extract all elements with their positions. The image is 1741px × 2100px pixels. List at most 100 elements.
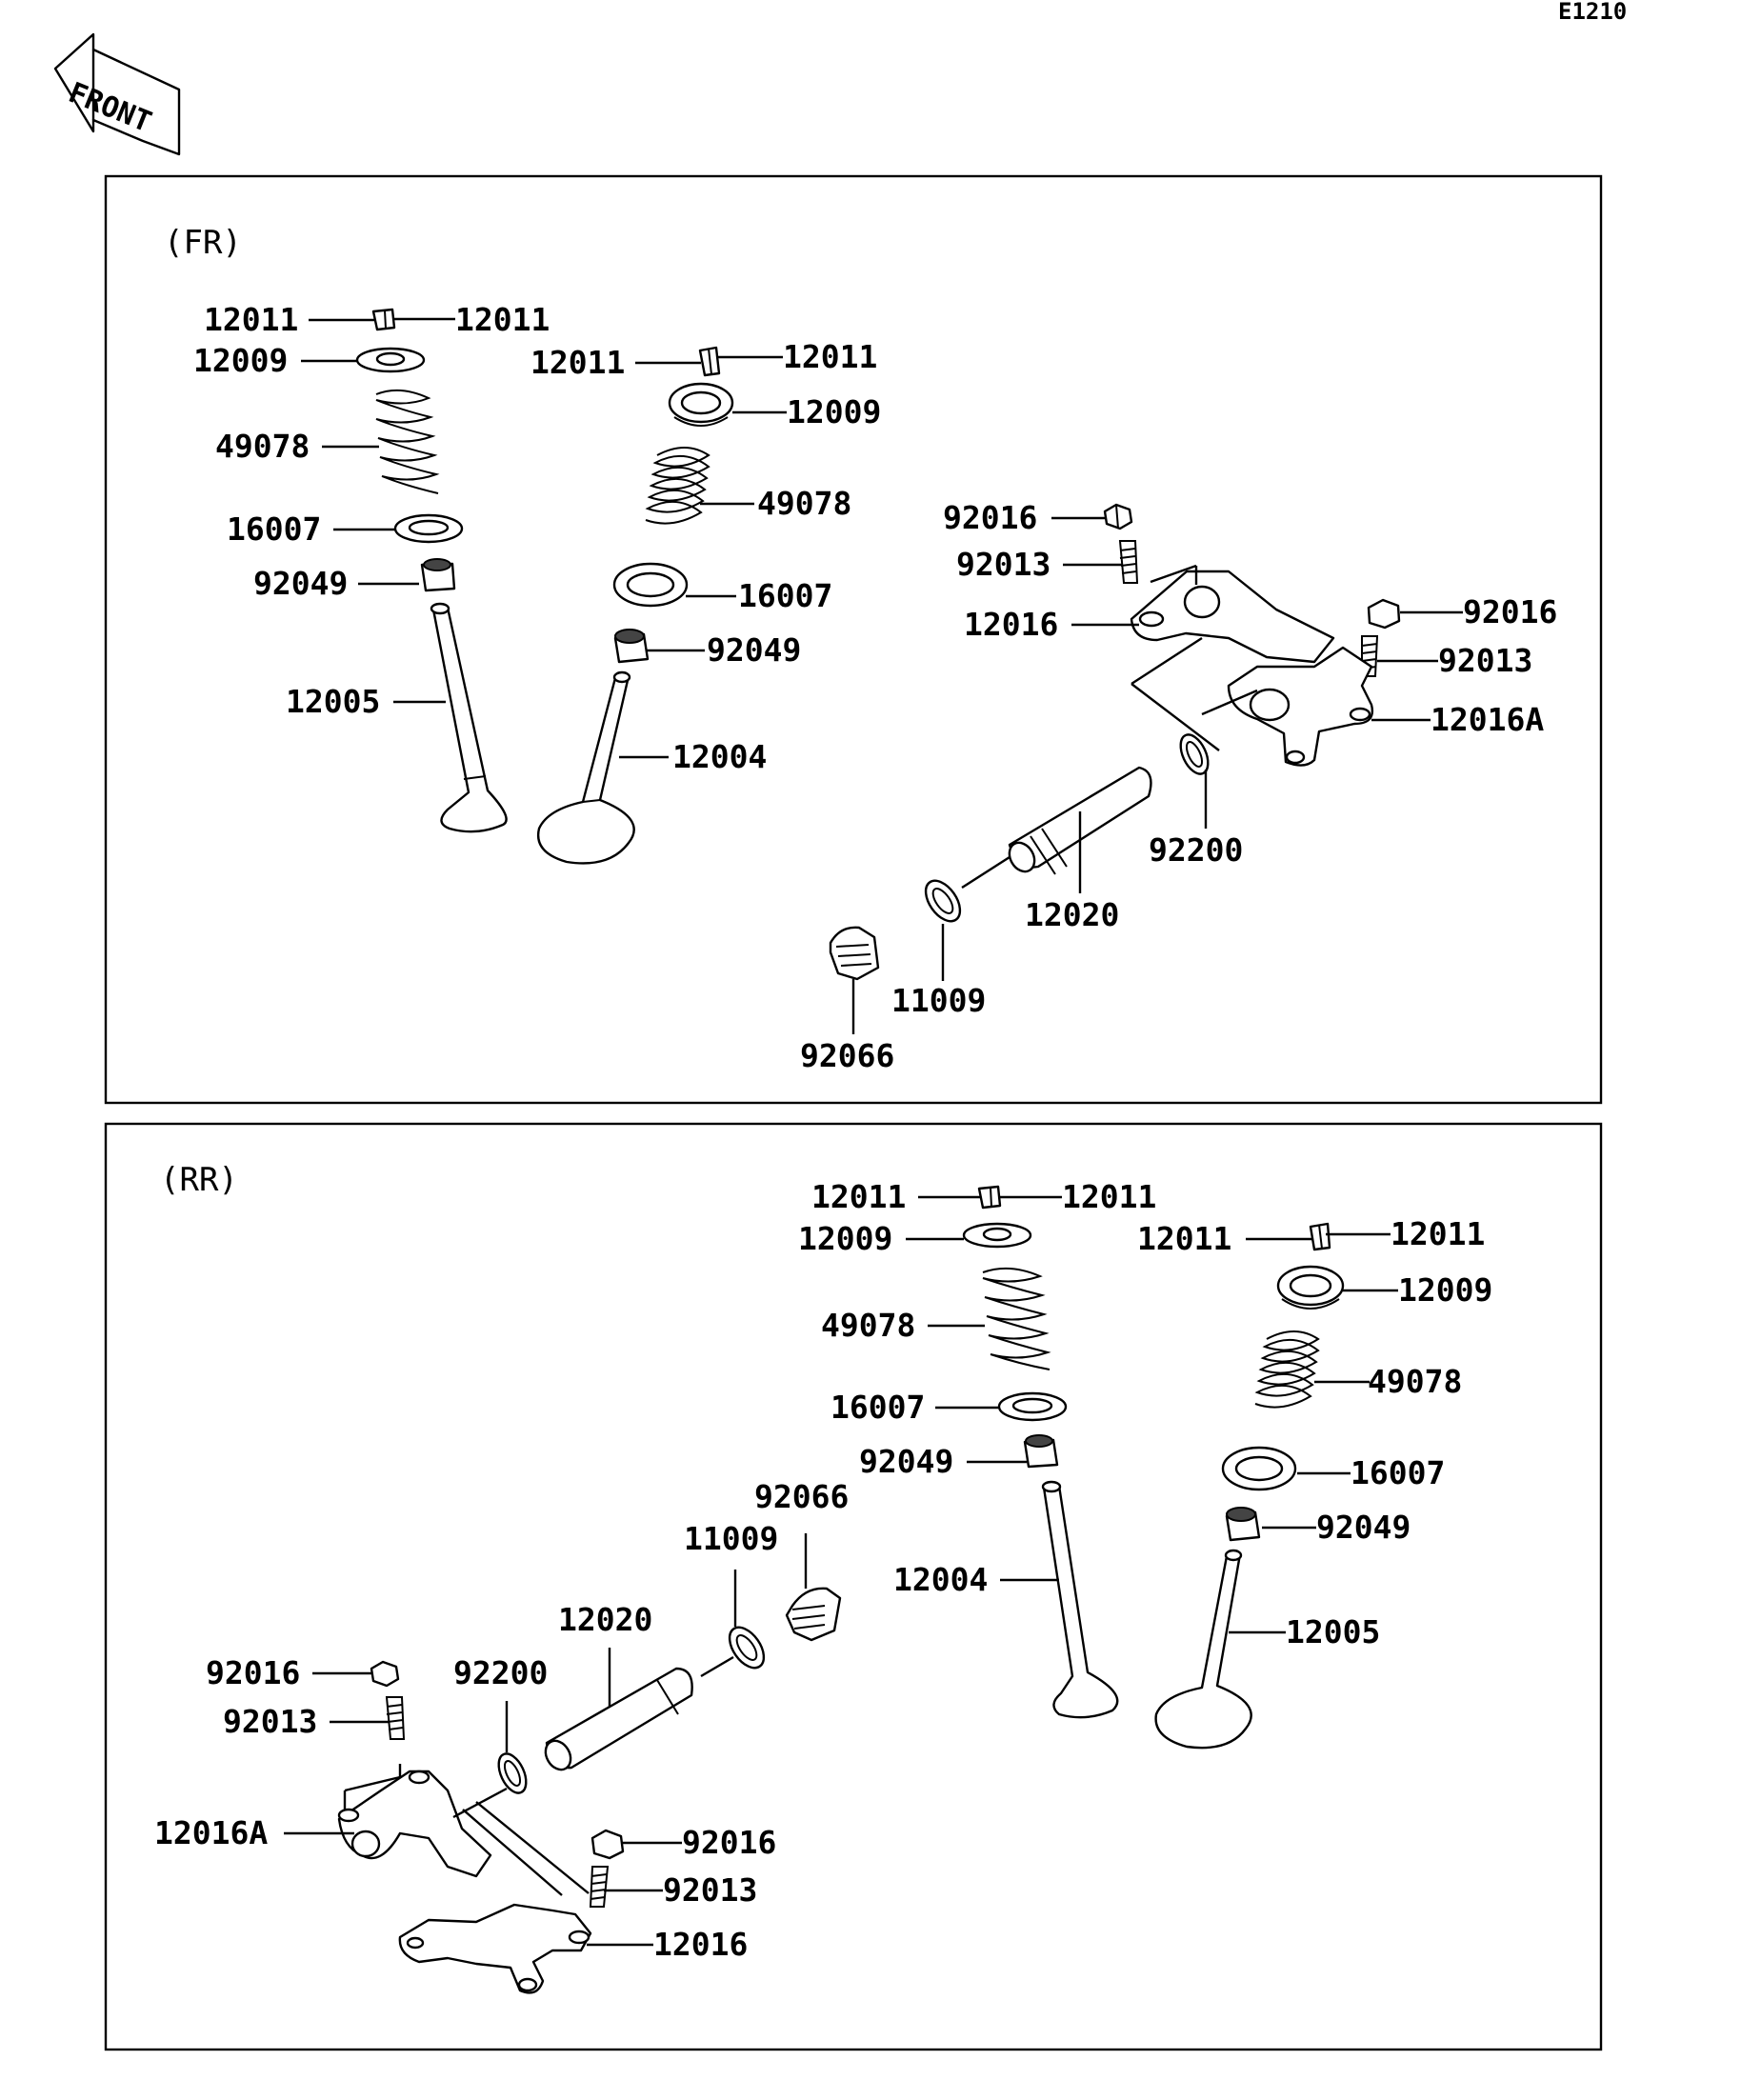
label-fr-rocker-a: 12016 [964, 606, 1058, 643]
valve-spring-icon [982, 1267, 1051, 1370]
adjusting-screw-icon [385, 1696, 406, 1740]
label-fr-spring-left: 49078 [215, 428, 310, 465]
label-rr-nut-a: 92016 [206, 1654, 300, 1691]
valve-spring-icon [645, 447, 710, 525]
label-rr-cotter-left-a: 12011 [811, 1178, 906, 1215]
label-fr-screw-a: 92013 [956, 546, 1051, 583]
label-rr-oring-shaft: 92200 [453, 1654, 548, 1691]
label-rr-shaft: 12020 [558, 1601, 652, 1638]
spring-seat-icon [997, 1391, 1068, 1422]
label-fr-plug: 92066 [800, 1037, 894, 1074]
label-fr-oring-shaft: 92200 [1149, 831, 1243, 869]
o-ring-icon [497, 1752, 528, 1794]
label-fr-retainer-left: 12009 [193, 342, 288, 379]
label-fr-screw-b: 92013 [1438, 642, 1532, 679]
valve-retainer-icon [668, 382, 734, 427]
label-fr-nut-a: 92016 [943, 499, 1037, 536]
valve-retainer-icon [355, 347, 426, 373]
valve-icon [430, 602, 508, 833]
gasket-icon [728, 1626, 766, 1670]
label-rr-retainer-right: 12009 [1398, 1271, 1492, 1309]
spring-seat-icon [1221, 1446, 1297, 1491]
valve-cotter-icon [698, 346, 721, 377]
label-rr-seat-right: 16007 [1351, 1454, 1445, 1491]
label-fr-gasket: 11009 [891, 982, 986, 1019]
section-title-fr: (FR) [164, 224, 242, 262]
rr-parts [284, 1185, 1398, 1994]
label-rr-rocker-a: 12016A [154, 1814, 268, 1851]
rocker-arm-icon [398, 1903, 592, 1994]
label-rr-gasket: 11009 [684, 1520, 778, 1557]
valve-stem-seal-icon [420, 558, 456, 592]
fr-parts [301, 308, 1463, 1034]
label-fr-retainer-right: 12009 [787, 393, 881, 430]
valve-icon [536, 670, 635, 865]
label-fr-seat-right: 16007 [738, 577, 832, 614]
label-fr-cotter-right-b: 12011 [783, 338, 877, 375]
rocker-arm-icon [1130, 564, 1335, 664]
label-fr-shaft: 12020 [1025, 896, 1119, 933]
adjusting-screw-icon [589, 1866, 610, 1908]
label-rr-screw-a: 92013 [223, 1703, 317, 1740]
label-fr-nut-b: 92016 [1463, 593, 1557, 630]
section-frame-fr [104, 174, 1603, 1105]
nut-icon [1367, 598, 1401, 630]
valve-retainer-icon [1276, 1265, 1345, 1310]
adjusting-screw-icon [1118, 540, 1139, 584]
labels-rr: 12011 12011 12009 49078 16007 92049 1200… [154, 1178, 1492, 1963]
leader-lines-fr [301, 317, 1463, 1034]
valve-icon [1154, 1549, 1252, 1750]
nut-icon [1103, 503, 1133, 530]
label-rr-spring-right: 49078 [1368, 1363, 1462, 1400]
label-rr-seat-left: 16007 [830, 1389, 925, 1426]
valve-spring-icon [1254, 1330, 1320, 1409]
label-rr-rocker-b: 12016 [653, 1926, 748, 1963]
valve-cotter-icon [371, 308, 396, 331]
rocker-shaft-icon [544, 1667, 693, 1771]
label-rr-spring-left: 49078 [821, 1307, 915, 1344]
label-rr-screw-b: 92013 [663, 1871, 757, 1909]
rocker-shaft-icon [1008, 766, 1152, 875]
section-title-rr: (RR) [160, 1161, 238, 1199]
label-rr-seal-right: 92049 [1316, 1509, 1411, 1546]
label-rr-plug: 92066 [754, 1478, 849, 1515]
label-fr-cotter-left-a: 12011 [204, 301, 298, 338]
rocker-arm-icon [1227, 646, 1374, 767]
spring-seat-icon [393, 513, 464, 544]
valve-retainer-icon [962, 1222, 1032, 1249]
label-fr-valve-right: 12004 [672, 738, 767, 775]
label-fr-cotter-left-b: 12011 [455, 301, 550, 338]
valve-stem-seal-icon [1225, 1507, 1261, 1542]
valve-spring-icon [375, 389, 440, 494]
valve-icon [1041, 1480, 1119, 1719]
label-rr-retainer-left: 12009 [798, 1220, 892, 1257]
label-fr-seat-left: 16007 [227, 510, 321, 548]
label-rr-nut-b: 92016 [682, 1824, 776, 1861]
valve-cotter-icon [1309, 1222, 1331, 1251]
label-rr-valve-right: 12005 [1286, 1613, 1380, 1650]
nut-icon [370, 1660, 400, 1688]
label-rr-seal-left: 92049 [859, 1443, 953, 1480]
label-fr-spring-right: 49078 [757, 485, 851, 522]
valve-cotter-icon [977, 1185, 1002, 1210]
leader-lines-rr [284, 1195, 1398, 1947]
label-rr-cotter-left-b: 12011 [1062, 1178, 1156, 1215]
label-fr-cotter-right-a: 12011 [530, 344, 625, 381]
label-fr-valve-left: 12005 [286, 683, 380, 720]
spring-seat-icon [612, 562, 689, 608]
labels-fr: 12011 12011 12009 49078 16007 92049 1200… [193, 301, 1557, 1074]
label-fr-seal-left: 92049 [253, 565, 348, 602]
section-frame-rr [104, 1122, 1603, 2051]
adjusting-screw-icon [1361, 635, 1379, 677]
plug-icon [785, 1587, 842, 1642]
front-arrow-icon: FRONT [53, 32, 181, 156]
valve-stem-seal-icon [1023, 1434, 1059, 1469]
label-fr-seal-right: 92049 [707, 631, 801, 669]
plug-icon [829, 926, 880, 981]
o-ring-icon [1179, 733, 1210, 775]
label-fr-rocker-b: 12016A [1431, 701, 1544, 738]
label-rr-cotter-right-a: 12011 [1137, 1220, 1231, 1257]
label-rr-valve-left: 12004 [893, 1561, 988, 1598]
valve-stem-seal-icon [613, 629, 650, 664]
